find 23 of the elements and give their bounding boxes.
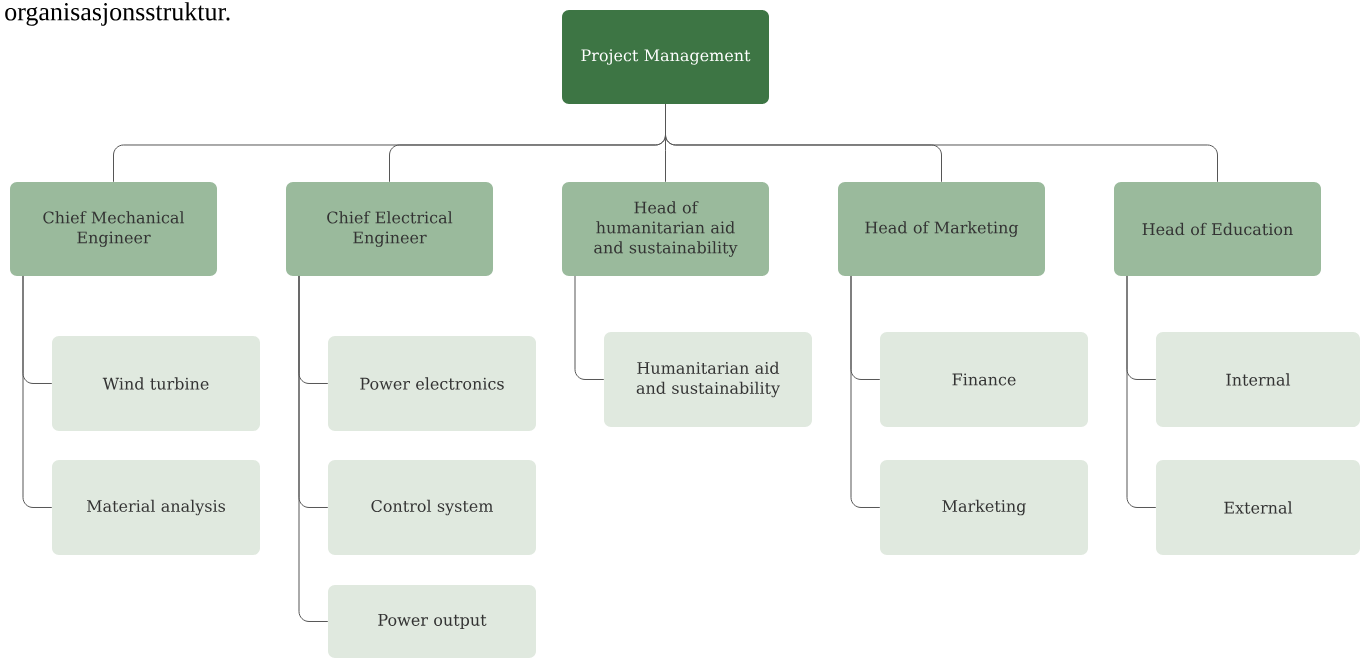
team-box: Internal (1156, 332, 1360, 427)
team-box: Power electronics (328, 336, 536, 431)
role-box: Chief Electrical Engineer (286, 182, 493, 276)
role-box: Head of humanitarian aid and sustainability (562, 182, 769, 276)
connector-line (298, 275, 329, 622)
role-box: Chief Mechanical Engineer (10, 182, 217, 276)
connector-line (22, 275, 53, 508)
connector-line (665, 103, 1218, 183)
connector-line (574, 275, 605, 380)
team-box: Control system (328, 460, 536, 555)
team-box: Material analysis (52, 460, 260, 555)
team-box: Wind turbine (52, 336, 260, 431)
node-box: Project Management (562, 10, 769, 104)
team-box: Power output (328, 585, 536, 658)
caption-text: organisasjonsstruktur. (5, 2, 230, 26)
team-box: Marketing (880, 460, 1088, 555)
team-box: Finance (880, 332, 1088, 427)
connector-line (850, 275, 881, 508)
team-box: External (1156, 460, 1360, 555)
team-box: Humanitarian aid and sustainability (604, 332, 812, 427)
role-box: Head of Marketing (838, 182, 1045, 276)
connector-line (1126, 275, 1157, 508)
role-box: Head of Education (1114, 182, 1321, 276)
